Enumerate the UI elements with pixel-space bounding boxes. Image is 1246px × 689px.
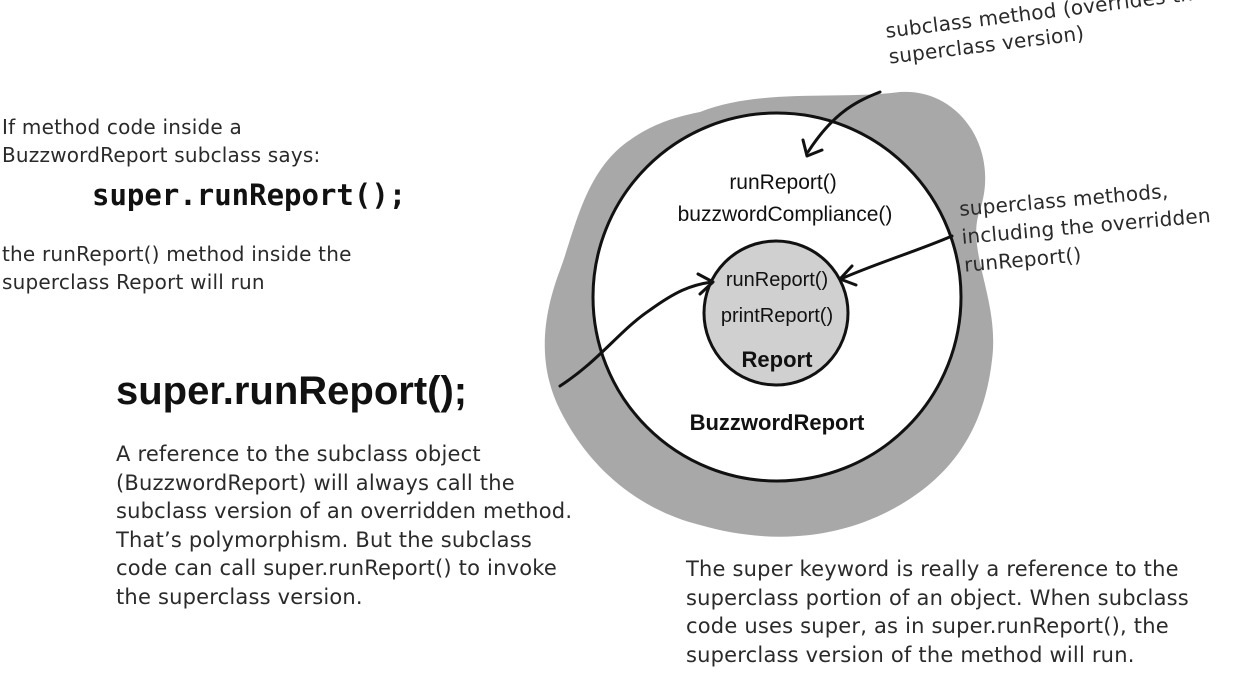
report-circle (702, 239, 850, 387)
super-keyword-note: The super keyword is really a reference … (686, 557, 1189, 667)
superclass-arrow (841, 234, 954, 280)
main-super-call: super.runReport(); (116, 369, 468, 413)
subclass-arrowhead (801, 138, 824, 158)
superclass-arrowhead (838, 264, 858, 287)
left-note-result: the runReport() method inside the superc… (2, 242, 352, 294)
subclass-arrow (806, 90, 882, 154)
inner-method-printreport: printReport() (721, 305, 833, 327)
inner-method-runreport: runReport() (726, 269, 828, 291)
polymorphism-note: A reference to the subclass object (Buzz… (116, 442, 573, 609)
super-call-arrowhead (696, 272, 715, 296)
super-call-arrow (558, 280, 714, 388)
outer-object-name: BuzzwordReport (690, 410, 865, 435)
inner-object-name: Report (742, 347, 814, 372)
outer-method-buzzwordcompliance: buzzwordCompliance() (678, 203, 893, 226)
left-note-code: super.runReport(); (92, 178, 407, 212)
outer-method-runreport: runReport() (729, 171, 836, 194)
left-note-intro: If method code inside a BuzzwordReport s… (2, 115, 321, 167)
